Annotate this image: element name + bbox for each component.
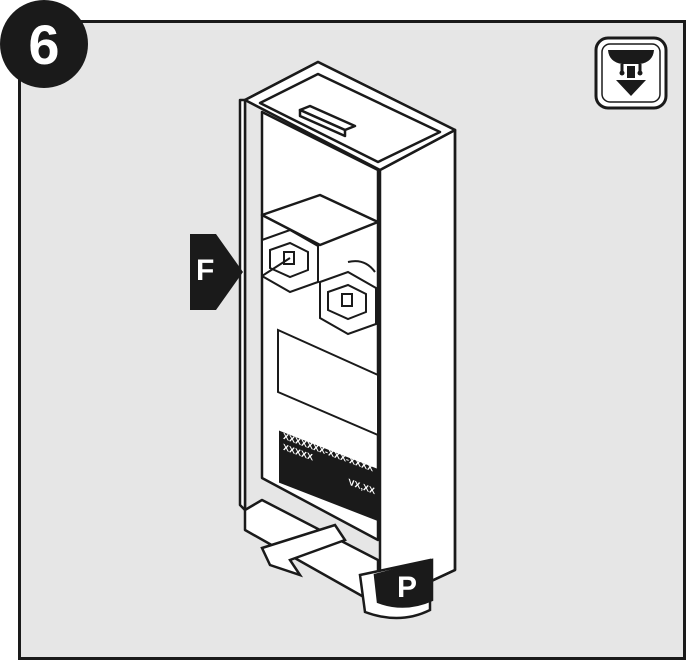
display-window	[277, 328, 379, 437]
p-connector	[358, 558, 434, 620]
device-illustration	[190, 36, 668, 620]
step-badge	[0, 0, 88, 88]
step-badge-circle	[0, 0, 88, 88]
callout-p-label: P	[397, 571, 418, 604]
cable-tab	[260, 523, 347, 578]
callout-f-label: F	[196, 254, 215, 287]
device-housing	[238, 60, 457, 607]
rating-sticker	[279, 430, 379, 522]
terminal-block-left	[261, 228, 319, 294]
step-number: 6	[28, 12, 60, 76]
ceiling-mount-down-arrow-icon	[594, 36, 668, 110]
callout-f-arrow	[190, 234, 243, 310]
terminal-block-right	[319, 260, 377, 336]
